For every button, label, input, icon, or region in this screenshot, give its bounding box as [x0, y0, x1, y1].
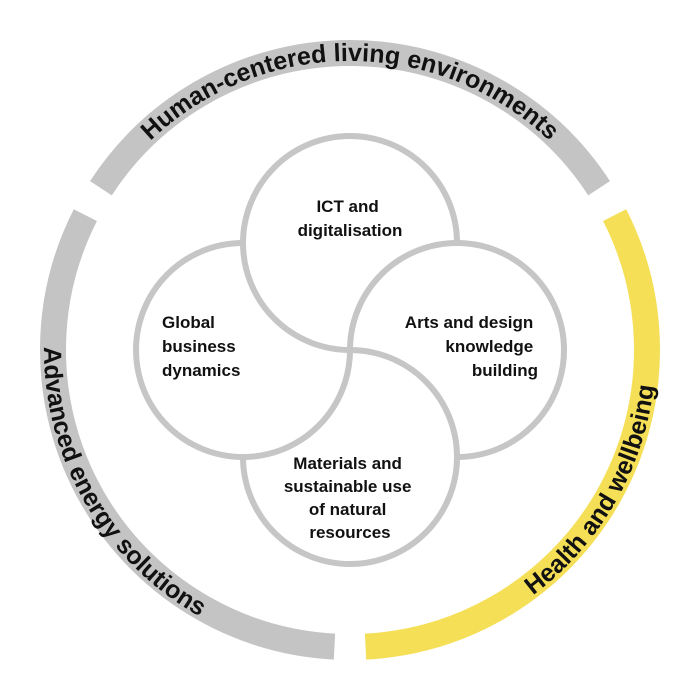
ring-segment-human-centered: [90, 39, 610, 196]
ring-label-top-text: Human-centered living environments: [136, 39, 565, 145]
theme-line: sustainable use: [284, 477, 412, 496]
theme-label-arts-design: Arts and design knowledge building: [405, 313, 538, 380]
theme-label-materials: Materials and sustainable use of natural…: [284, 454, 416, 542]
theme-line: Materials and: [293, 454, 402, 473]
theme-circles: [133, 133, 567, 567]
theme-line: ICT and: [316, 197, 378, 216]
theme-line: resources: [309, 523, 390, 542]
theme-line: digitalisation: [298, 221, 403, 240]
ring-label-left: Advanced energy solutions: [38, 346, 211, 621]
theme-line: Arts and design: [405, 313, 533, 332]
ring-segment-advanced-energy: [40, 209, 336, 660]
ring-segment-health-wellbeing: [364, 209, 660, 660]
theme-line: business: [162, 337, 236, 356]
ring-label-left-text: Advanced energy solutions: [38, 346, 211, 621]
theme-labels: ICT and digitalisation Global business d…: [162, 197, 538, 542]
theme-label-global-business: Global business dynamics: [162, 313, 240, 380]
ring-label-top: Human-centered living environments: [136, 39, 565, 145]
theme-line: knowledge: [445, 337, 533, 356]
theme-circle-bottom: [240, 347, 460, 567]
theme-line: Global: [162, 313, 215, 332]
theme-label-ict: ICT and digitalisation: [298, 197, 403, 240]
theme-line: building: [472, 361, 538, 380]
theme-line: dynamics: [162, 361, 240, 380]
theme-line: of natural: [309, 500, 386, 519]
